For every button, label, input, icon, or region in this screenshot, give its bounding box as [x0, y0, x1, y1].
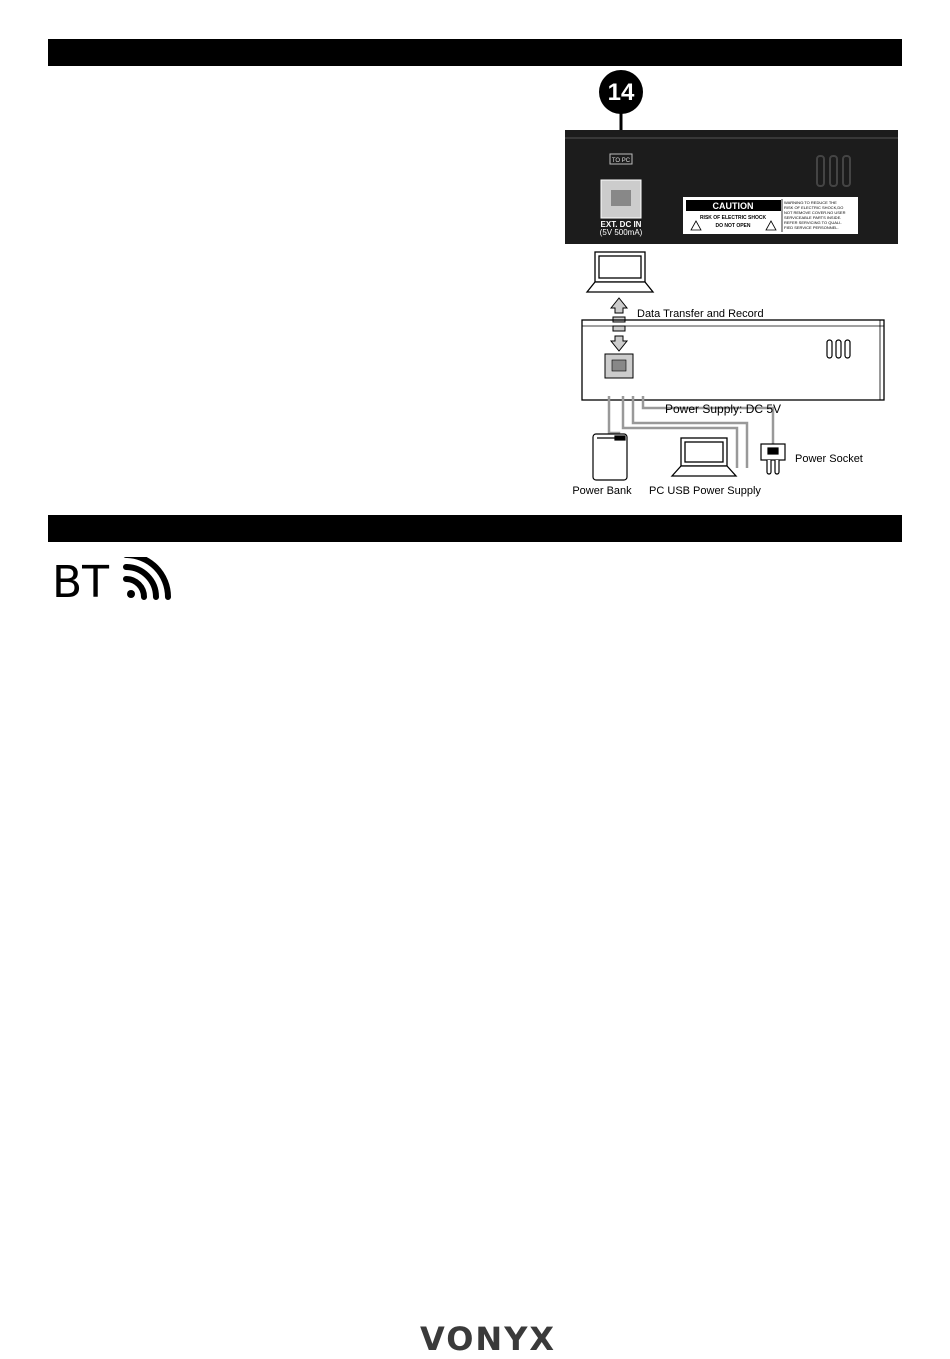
warning-line: RISK OF ELECTRIC SHOCK,DO: [784, 205, 843, 210]
caution-title: CAUTION: [713, 201, 754, 211]
warning-line: NOT REMOVE COVER.NO USER: [784, 210, 846, 215]
power-socket-icon: [760, 443, 786, 475]
section-header-bar-bt: [48, 515, 902, 542]
device-outline: [581, 319, 885, 401]
data-transfer-label: Data Transfer and Record: [637, 308, 764, 320]
ext-dc-label: EXT. DC IN: [601, 220, 642, 229]
ext-dc-spec: (5V 500mA): [600, 228, 643, 237]
callout-circle: [599, 70, 643, 114]
warning-line: SERVICEABLE PARTS INSIDE.: [784, 215, 841, 220]
power-bank-icon: [592, 433, 628, 481]
bluetooth-signal-icon: BT: [52, 557, 171, 607]
warning-triangle-icon: [765, 220, 777, 231]
warning-triangle-icon: [690, 220, 702, 231]
warning-line: WARNING:TO REDUCE THE: [784, 200, 837, 205]
warning-line: REFER SERVICING TO QUALI-: [784, 220, 842, 225]
caution-risk-2: DO NOT OPEN: [715, 223, 750, 229]
caution-risk-1: RISK OF ELECTRIC SHOCK: [700, 215, 767, 221]
power-socket-label: Power Socket: [795, 453, 863, 465]
power-supply-label: Power Supply: DC 5V: [665, 402, 781, 416]
section-header-bar-top: [48, 39, 902, 66]
laptop-icon-pc: [670, 437, 738, 477]
vent-slots-front: [826, 339, 851, 359]
pc-usb-label: PC USB Power Supply: [649, 485, 761, 497]
callout-number: 14: [608, 79, 635, 106]
vent-slots-rear: [816, 155, 851, 187]
bt-text: BT: [52, 557, 109, 607]
usb-b-port-inner: [611, 190, 631, 206]
signal-waves-icon: [123, 557, 171, 600]
warning-line: FIED SERVICE PERSONNEL.: [784, 225, 839, 230]
laptop-icon: [585, 251, 655, 293]
download-arrow-icon: [609, 335, 629, 352]
power-bank-label: Power Bank: [572, 485, 632, 497]
to-pc-box: [609, 153, 633, 165]
to-pc-label: TO PC: [612, 158, 631, 164]
upload-arrow-icon: [609, 297, 629, 314]
logo-text: VONYX: [420, 1320, 556, 1358]
usb-connection-diagram: 14 TO PC EXT. DC IN (5V 500mA) CAUTION R…: [565, 70, 898, 497]
vonyx-logo: VONYX: [420, 1320, 556, 1358]
